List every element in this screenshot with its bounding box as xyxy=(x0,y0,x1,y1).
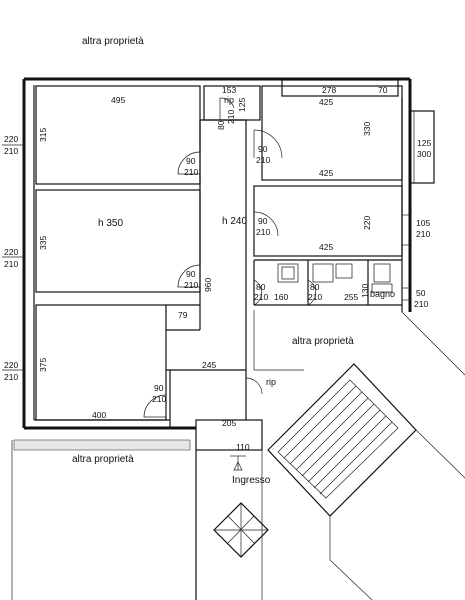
ceiling-corridor-label: h 240 xyxy=(222,216,247,227)
ceiling-living-label: h 350 xyxy=(98,218,123,229)
dim-door4-w: 90 xyxy=(258,144,268,154)
dim-bath-w3: 130 xyxy=(360,284,370,298)
dim-bath-window-h: 210 xyxy=(414,299,428,309)
dim-door3-w: 90 xyxy=(154,383,164,393)
dim-room3-window-h: 210 xyxy=(4,372,18,382)
dim-room3-depth: 375 xyxy=(38,358,48,372)
dim-door4-h: 210 xyxy=(256,155,270,165)
dim-entry-width: 110 xyxy=(236,442,250,452)
balcony xyxy=(402,110,435,301)
dim-hall-width: 245 xyxy=(202,360,216,370)
left-windows xyxy=(2,144,24,371)
dim-room1-window-w: 220 xyxy=(4,134,18,144)
dim-door1-h: 210 xyxy=(184,167,198,177)
dim-balcony-door-h: 300 xyxy=(417,149,431,159)
dim-door3-h: 210 xyxy=(152,394,166,404)
dim-bath-door1-h: 210 xyxy=(254,292,268,302)
dim-kitchen-depth: 330 xyxy=(362,122,372,136)
entrance-label: Ingresso xyxy=(232,475,271,486)
dim-room-e-window-w: 105 xyxy=(416,218,430,228)
dim-bath-w2: 255 xyxy=(344,292,358,302)
dim-balcony-door-w: 125 xyxy=(417,138,431,148)
dim-room3-window-w: 220 xyxy=(4,360,18,370)
neighbor-right-label: altra proprietà xyxy=(292,336,354,347)
dim-door1-w: 90 xyxy=(186,156,196,166)
closet-top xyxy=(203,85,261,121)
dim-room2-window-h: 210 xyxy=(4,259,18,269)
dim-room2-window-w: 220 xyxy=(4,247,18,257)
dim-bath-door2-h: 210 xyxy=(308,292,322,302)
dim-rip-door-h: 210 xyxy=(226,110,236,124)
dim-room1-width: 495 xyxy=(111,95,125,105)
neighbor-strip xyxy=(13,439,191,451)
dim-kitchen-inner-w: 425 xyxy=(319,97,333,107)
dim-room1-window-h: 210 xyxy=(4,146,18,156)
dim-bath-door2-w: 80 xyxy=(310,282,320,292)
corridor xyxy=(199,119,247,420)
stairs xyxy=(253,310,465,600)
dim-room-e-depth: 220 xyxy=(362,216,372,230)
labels: altra proprietà altra proprietà altra pr… xyxy=(72,36,395,486)
dim-bath-door1-w: 80 xyxy=(256,282,266,292)
right-rooms-walls xyxy=(253,79,403,306)
dim-rip-door-w: 80 xyxy=(216,120,226,130)
doors xyxy=(143,97,317,418)
closet-bottom-label: rip xyxy=(266,377,276,387)
dim-step: 79 xyxy=(178,310,188,320)
entrance-area xyxy=(169,370,269,600)
dim-bath-window-w: 50 xyxy=(416,288,426,298)
dim-room-e-width: 425 xyxy=(319,242,333,252)
dimensions: 495 315 220 210 335 220 210 375 400 220 … xyxy=(4,85,431,452)
dim-bath-w1: 160 xyxy=(274,292,288,302)
dim-room3-width: 400 xyxy=(92,410,106,420)
dim-door5-h: 210 xyxy=(256,227,270,237)
neighbor-bottom-label: altra proprietà xyxy=(72,454,134,465)
dim-hall-width2: 205 xyxy=(222,418,236,428)
dim-rip-depth: 125 xyxy=(237,98,247,112)
dim-corridor-len: 960 xyxy=(203,278,213,292)
bathroom-fixtures xyxy=(277,263,393,293)
dim-door5-w: 90 xyxy=(258,216,268,226)
outer-walls xyxy=(22,77,412,430)
dim-kitchen-niche: 70 xyxy=(378,85,388,95)
dim-room2-depth: 335 xyxy=(38,236,48,250)
neighbor-top-label: altra proprietà xyxy=(82,36,144,47)
dim-rip-width: 153 xyxy=(222,85,236,95)
dim-door2-w: 90 xyxy=(186,269,196,279)
bathroom-label: bagno xyxy=(370,289,395,299)
dim-kitchen-width2: 425 xyxy=(319,168,333,178)
dim-kitchen-width: 278 xyxy=(322,85,336,95)
dim-room-e-window-h: 210 xyxy=(416,229,430,239)
closet-top-label: rip xyxy=(224,95,234,105)
dim-room1-depth: 315 xyxy=(38,128,48,142)
dim-door2-h: 210 xyxy=(184,280,198,290)
